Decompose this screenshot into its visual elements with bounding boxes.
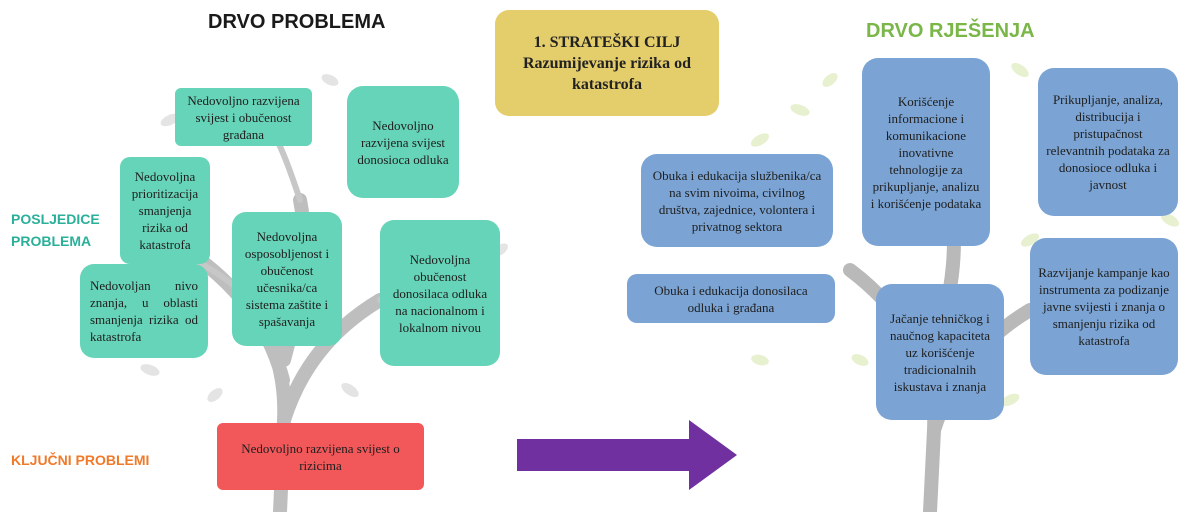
strategic-goal-text: Razumijevanje rizika od katastrofa (523, 54, 691, 93)
consequence-box-training-participants: Nedovoljna osposobljenost i obučenost uč… (232, 212, 342, 346)
solution-box-campaign: Razvijanje kampanje kao instrumenta za p… (1030, 238, 1178, 375)
solution-box-capacity: Jačanje tehničkog i naučnog kapaciteta u… (876, 284, 1004, 420)
solution-box-decision-makers-training: Obuka i edukacija donosilaca odluka i gr… (627, 274, 835, 323)
strategic-goal-number: 1. STRATEŠKI CILJ (533, 33, 681, 51)
transition-arrow (517, 420, 737, 490)
right-tree-title: DRVO RJEŠENJA (866, 20, 1035, 42)
solution-box-officials-training: Obuka i edukacija službenika/ca na svim … (641, 154, 833, 247)
solution-box-data-collection: Prikupljanje, analiza, distribucija i pr… (1038, 68, 1178, 216)
consequence-box-decision-makers-awareness: Nedovoljno razvijena svijest donosioca o… (347, 86, 459, 198)
solution-box-ict: Korišćenje informacione i komunikacione … (862, 58, 990, 246)
consequence-box-citizens: Nedovoljno razvijena svijest i obučenost… (175, 88, 312, 146)
left-tree-title: DRVO PROBLEMA (208, 11, 386, 33)
key-problems-label: KLJUČNI PROBLEMI (11, 452, 150, 468)
consequences-label: POSLJEDICE PROBLEMA (11, 211, 100, 249)
strategic-goal-box: 1. STRATEŠKI CILJ Razumijevanje rizika o… (495, 10, 719, 116)
consequence-box-decision-makers-training: Nedovoljna obučenost donosilaca odluka n… (380, 220, 500, 366)
key-problem-box: Nedovoljno razvijena svijest o rizicima (217, 423, 424, 490)
consequence-box-knowledge: Nedovoljan nivo znanja, u oblasti smanje… (80, 264, 208, 358)
arrow-shape (517, 420, 737, 490)
consequence-box-prioritization: Nedovoljna prioritizacija smanjenja rizi… (120, 157, 210, 264)
